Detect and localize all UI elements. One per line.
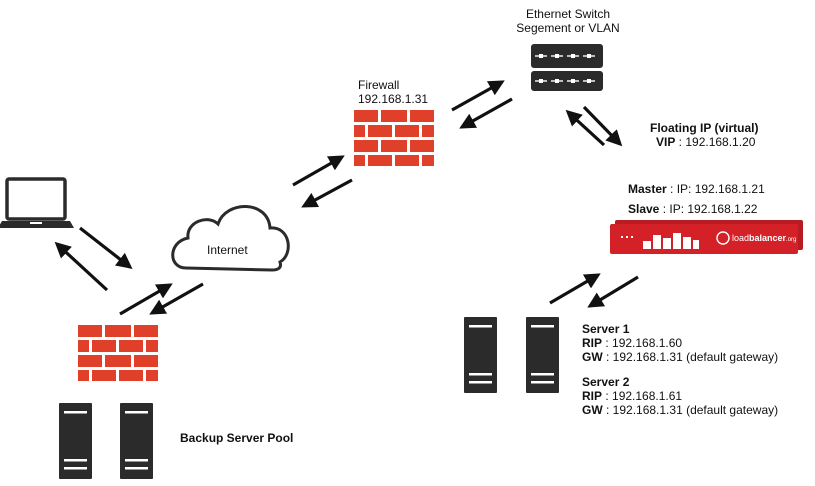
server1-gw: GW : 192.168.1.31 (default gateway): [582, 350, 778, 364]
arrow-switch-to-firewall: [459, 97, 513, 129]
master-value: : IP: 192.168.1.21: [666, 182, 765, 196]
server1-title: Server 1: [582, 322, 630, 336]
internet-label: Internet: [207, 243, 248, 257]
server2-rip: RIP : 192.168.1.61: [582, 389, 778, 403]
slave-key: Slave: [628, 202, 660, 216]
backup-server-1-icon: [59, 403, 92, 479]
arrow-firewall-to-internet: [301, 178, 353, 208]
arrow-lb-to-switch: [565, 109, 606, 147]
switch-label: Ethernet Switch Segement or VLAN: [498, 7, 638, 35]
arrow-servers-to-lb: [549, 273, 601, 305]
brand-main: balancer: [749, 233, 787, 243]
backup-firewall-icon: [78, 325, 158, 381]
switch-label-line1: Ethernet Switch: [525, 7, 611, 21]
brand-prefix: load: [732, 233, 750, 243]
server1-rip: RIP : 192.168.1.60: [582, 336, 778, 350]
server-2-icon: [526, 317, 559, 393]
ethernet-switch-icon: [531, 44, 603, 91]
server-1-icon: [464, 317, 497, 393]
server2-rip-key: RIP: [582, 389, 603, 403]
appliance-brand: loadbalancer.org: [732, 233, 796, 245]
firewall-ip: 192.168.1.31: [358, 92, 429, 106]
backup-server-2-icon: [120, 403, 153, 479]
laptop-icon: [0, 177, 74, 228]
server2-gw: GW : 192.168.1.31 (default gateway): [582, 403, 778, 417]
internet-cloud-icon: [171, 205, 290, 272]
loadbalancer-appliance-icon: [610, 220, 803, 254]
server2-gw-value: : 192.168.1.31 (default gateway): [602, 403, 779, 417]
arrow-internet-to-firewall: [292, 155, 345, 187]
slave-value: : IP: 192.168.1.22: [659, 202, 758, 216]
vip-line: VIP : 192.168.1.20: [650, 135, 758, 149]
slave-line: Slave : IP: 192.168.1.22: [628, 202, 757, 216]
arrow-firewall-to-switch: [451, 80, 505, 112]
vip-value: : 192.168.1.20: [675, 135, 756, 149]
vip-key: VIP: [656, 135, 676, 149]
server1-block: Server 1 RIP : 192.168.1.60 GW : 192.168…: [582, 322, 778, 364]
brand-suffix: .org: [786, 237, 797, 243]
server1-rip-key: RIP: [582, 336, 603, 350]
server2-rip-value: : 192.168.1.61: [602, 389, 683, 403]
arrow-laptop-to-lan: [79, 226, 133, 269]
backup-pool-label: Backup Server Pool: [180, 431, 294, 445]
arrow-backup-to-internet: [119, 283, 173, 316]
server1-rip-value: : 192.168.1.60: [602, 336, 683, 350]
server1-gw-value: : 192.168.1.31 (default gateway): [602, 350, 779, 364]
floating-ip-title: Floating IP (virtual): [650, 121, 759, 135]
switch-label-line2: Segement or VLAN: [516, 21, 620, 35]
firewall-name: Firewall: [358, 78, 400, 92]
floating-ip-block: Floating IP (virtual) VIP : 192.168.1.20: [650, 121, 758, 149]
master-line: Master : IP: 192.168.1.21: [628, 182, 765, 196]
server1-gw-key: GW: [582, 350, 603, 364]
server2-block: Server 2 RIP : 192.168.1.61 GW : 192.168…: [582, 375, 778, 417]
arrow-lb-to-servers: [587, 275, 639, 308]
arrow-switch-to-lb: [582, 105, 623, 147]
server2-title: Server 2: [582, 375, 630, 389]
server2-gw-key: GW: [582, 403, 603, 417]
arrow-internet-to-backup: [149, 282, 204, 315]
master-key: Master: [628, 182, 667, 196]
firewall-label: Firewall 192.168.1.31: [358, 78, 428, 106]
connection-arrows: [54, 80, 639, 316]
arrow-lan-to-laptop: [54, 241, 109, 292]
firewall-icon: [354, 110, 434, 166]
